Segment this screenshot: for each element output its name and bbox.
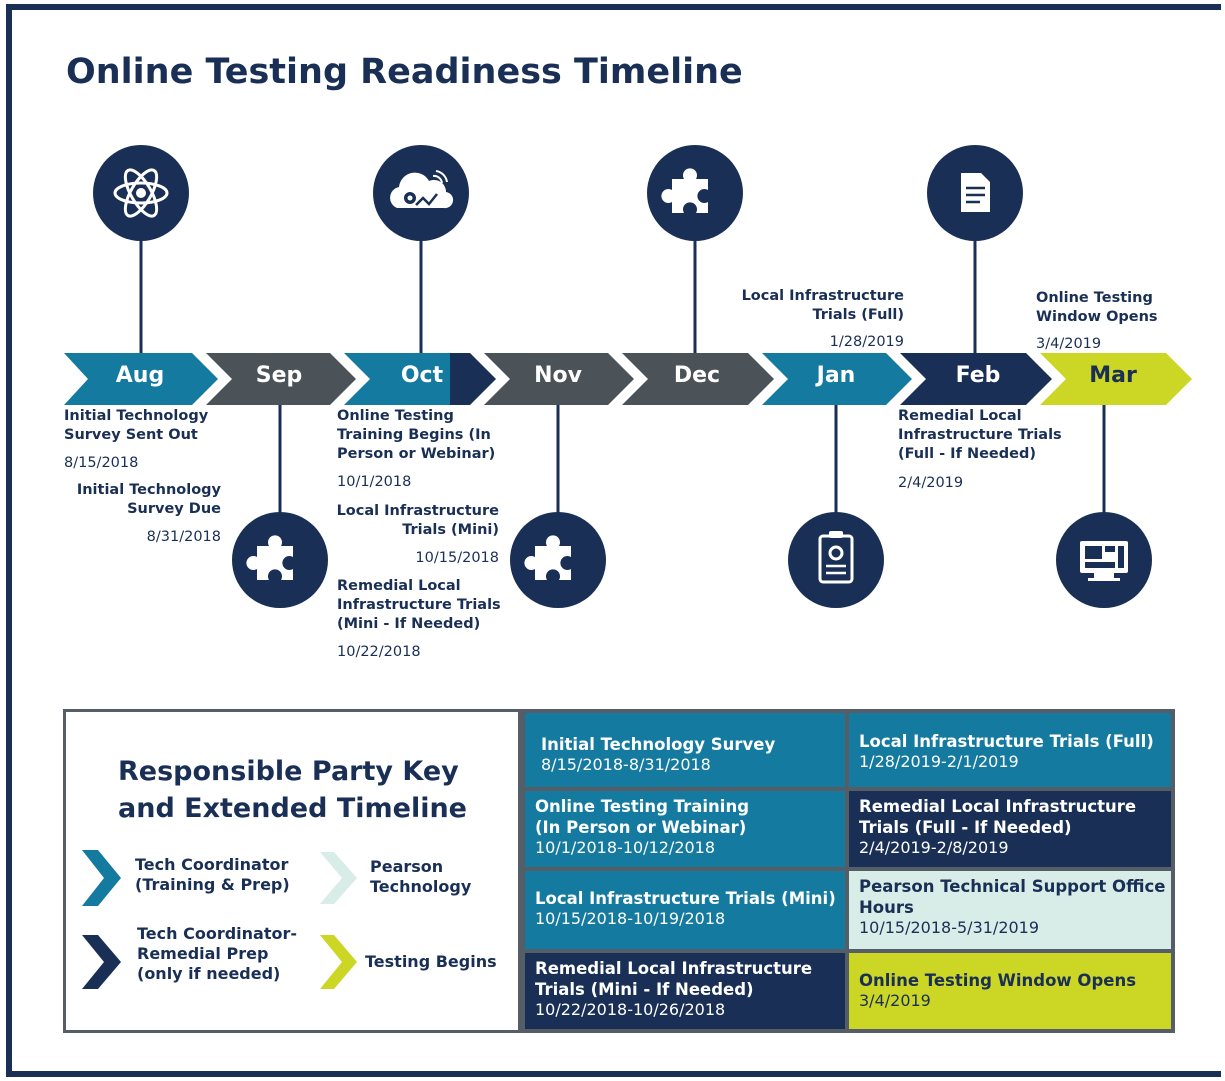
responsible-party-key: [63, 709, 521, 1033]
event-date: 8/31/2018: [146, 529, 221, 545]
event-date: 8/15/2018: [64, 455, 139, 471]
extended-item: Remedial Local Infrastructure Trials (Mi…: [525, 953, 845, 1029]
key-label: Tech Coordinator (Training & Prep): [135, 855, 290, 894]
extended-item-name: Initial Technology Survey: [541, 735, 776, 754]
extended-item-dates: 10/1/2018-10/12/2018: [535, 838, 716, 857]
page-frame: [6, 4, 1221, 1077]
extended-item: Local Infrastructure Trials (Full) 1/28/…: [849, 713, 1171, 787]
atom-icon: [93, 145, 189, 241]
monitor-dashboard-icon: [1056, 512, 1152, 608]
event-date: 10/15/2018: [415, 550, 499, 566]
chevron-dec: [622, 353, 774, 405]
timeline-connectors: [139, 240, 1106, 515]
event-label: Initial Technology Survey Due: [76, 482, 221, 517]
extended-item: Online Testing Training (In Person or We…: [525, 791, 845, 867]
event-label: Online Testing Window Opens: [1036, 290, 1158, 325]
event-label: Remedial Local Infrastructure Trials (Mi…: [337, 578, 501, 632]
extended-item-dates: 10/15/2018-5/31/2019: [859, 918, 1040, 937]
key-swatch-light: [320, 852, 357, 904]
event-date: 2/4/2019: [898, 475, 964, 491]
month-label-oct: Oct: [400, 363, 444, 388]
month-label-sep: Sep: [255, 363, 303, 388]
month-label-aug: Aug: [115, 363, 165, 388]
extended-item-name: Pearson Technical Support Office Hours: [859, 877, 1166, 917]
extended-item-name: Local Infrastructure Trials (Mini): [535, 889, 836, 908]
page-title: Online Testing Readiness Timeline: [66, 52, 743, 92]
event-label: Local Infrastructure Trials (Full): [741, 288, 904, 323]
extended-item-name: Online Testing Training (In Person or We…: [535, 797, 750, 837]
event-label: Remedial Local Infrastructure Trials (Fu…: [898, 408, 1062, 462]
chevron-mar: [1040, 353, 1192, 405]
chevron-jan: [762, 353, 912, 405]
chevron-oct-remedial: [450, 353, 496, 405]
key-label: Pearson Technology: [370, 857, 472, 896]
month-label-mar: Mar: [1089, 363, 1137, 388]
extended-item-dates: 8/15/2018-8/31/2018: [541, 755, 711, 774]
chevron-sep: [206, 353, 356, 405]
event-label: Online Testing Training Begins (In Perso…: [337, 408, 496, 462]
event-date: 10/1/2018: [337, 474, 412, 490]
extended-item-name: Online Testing Window Opens: [859, 971, 1137, 990]
extended-item-name: Local Infrastructure Trials (Full): [859, 732, 1154, 751]
extended-item: Pearson Technical Support Office Hours 1…: [849, 871, 1171, 949]
extended-item: Remedial Local Infrastructure Trials (Fu…: [849, 791, 1171, 867]
event-label: Local Infrastructure Trials (Mini): [336, 503, 499, 538]
key-title: Responsible Party Key and Extended Timel…: [118, 756, 467, 824]
extended-item-name: Remedial Local Infrastructure Trials (Mi…: [535, 959, 813, 999]
event-date: 10/22/2018: [337, 644, 421, 660]
extended-item: Online Testing Window Opens 3/4/2019: [849, 953, 1171, 1029]
key-label: Tech Coordinator- Remedial Prep (only if…: [137, 924, 297, 983]
key-label: Testing Begins: [365, 952, 497, 971]
clipboard-badge-icon: [788, 512, 884, 608]
month-label-feb: Feb: [955, 363, 1001, 388]
chevron-nov: [484, 353, 634, 405]
month-chevrons: [64, 353, 1192, 405]
extended-item-dates: 3/4/2019: [859, 991, 931, 1010]
key-swatch-teal: [82, 850, 121, 906]
key-swatch-navy: [82, 935, 121, 989]
extended-timeline-grid: Initial Technology Survey 8/15/2018-8/31…: [521, 709, 1175, 1033]
puzzle-icon: [647, 145, 743, 241]
month-label-jan: Jan: [816, 363, 856, 388]
extended-item-dates: 10/22/2018-10/26/2018: [535, 1000, 726, 1019]
document-icon: [927, 145, 1023, 241]
puzzle-icon: [232, 512, 328, 608]
cloud-gear-icon: [373, 145, 469, 241]
chevron-feb: [900, 353, 1052, 405]
chevron-oct: [344, 353, 450, 405]
puzzle-icon: [510, 512, 606, 608]
event-date: 1/28/2019: [829, 334, 904, 350]
extended-item-dates: 10/15/2018-10/19/2018: [535, 909, 726, 928]
extended-item-name: Remedial Local Infrastructure Trials (Fu…: [859, 797, 1137, 837]
month-label-nov: Nov: [534, 363, 582, 388]
extended-item: Initial Technology Survey 8/15/2018-8/31…: [525, 713, 845, 787]
extended-item-dates: 1/28/2019-2/1/2019: [859, 752, 1019, 771]
event-date: 3/4/2019: [1036, 336, 1102, 352]
month-label-dec: Dec: [673, 363, 721, 388]
extended-item-dates: 2/4/2019-2/8/2019: [859, 838, 1009, 857]
event-label: Initial Technology Survey Sent Out: [64, 408, 209, 443]
key-swatch-lime: [320, 935, 357, 989]
chevron-aug: [64, 353, 218, 405]
extended-item: Local Infrastructure Trials (Mini) 10/15…: [525, 871, 845, 949]
